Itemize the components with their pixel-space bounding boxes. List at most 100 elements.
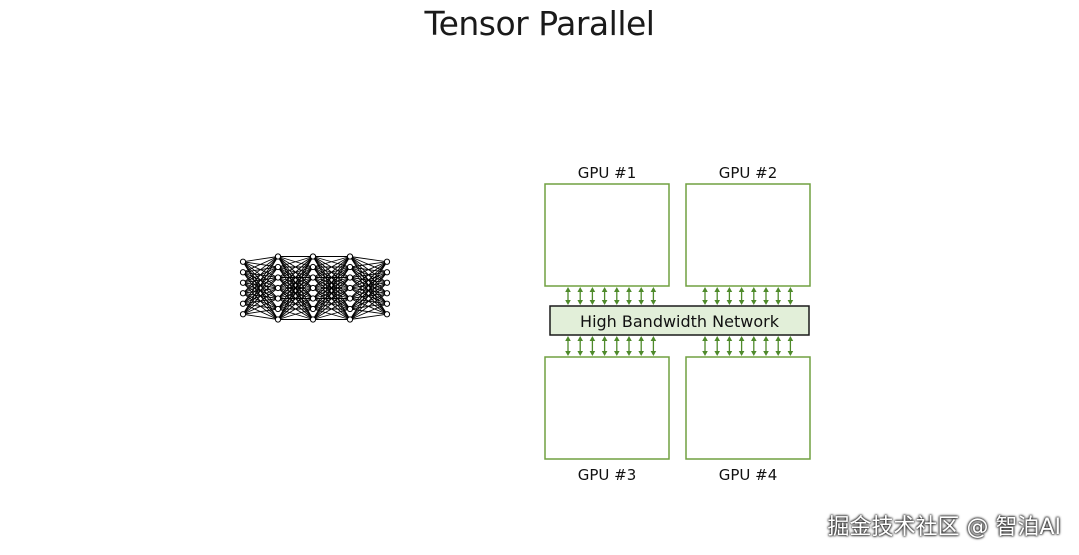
bidirectional-arrow bbox=[601, 287, 608, 305]
bidirectional-arrow bbox=[577, 336, 583, 356]
bidirectional-arrow bbox=[638, 287, 644, 305]
nn-node bbox=[274, 274, 282, 281]
bidirectional-arrow bbox=[614, 287, 620, 305]
bidirectional-arrow bbox=[787, 336, 794, 356]
nn-node bbox=[383, 300, 391, 307]
nn-connection bbox=[349, 261, 388, 299]
nn-node bbox=[274, 284, 282, 292]
gpu-4-box bbox=[685, 356, 811, 460]
nn-connection bbox=[242, 256, 279, 315]
bidirectional-arrow bbox=[702, 336, 708, 356]
bidirectional-arrow bbox=[738, 287, 745, 305]
bidirectional-arrow bbox=[763, 287, 769, 305]
nn-connection bbox=[349, 282, 388, 320]
bidirectional-arrow bbox=[626, 287, 632, 305]
nn-node bbox=[239, 311, 247, 318]
gpu-3-label: GPU #3 bbox=[578, 466, 637, 484]
nn-connection bbox=[277, 298, 314, 320]
nn-node bbox=[346, 263, 354, 271]
nn-connection bbox=[349, 261, 388, 320]
bidirectional-arrow bbox=[763, 336, 769, 356]
gpu-group: GPU #1 GPU #2 GPU #3 GPU #4 bbox=[544, 164, 811, 484]
bidirectional-arrow bbox=[577, 287, 583, 305]
nn-node bbox=[346, 274, 354, 281]
nn-node bbox=[274, 316, 282, 323]
high-bandwidth-network-box bbox=[549, 305, 810, 336]
nn-connection bbox=[277, 256, 314, 289]
bidirectional-arrow bbox=[614, 336, 620, 356]
nn-connection bbox=[349, 313, 388, 320]
bidirectional-arrow bbox=[714, 287, 720, 305]
nn-connection bbox=[242, 277, 279, 315]
nn-node bbox=[239, 290, 247, 297]
bidirectional-arrow bbox=[738, 336, 745, 356]
bidirectional-arrow bbox=[775, 336, 781, 356]
bidirectional-arrow bbox=[787, 287, 794, 305]
nn-node bbox=[309, 305, 317, 313]
nn-connection bbox=[277, 256, 314, 299]
nn-connection bbox=[277, 256, 314, 310]
bidirectional-arrow bbox=[775, 287, 781, 305]
nn-node bbox=[346, 284, 354, 292]
high-bandwidth-network-label: High Bandwidth Network bbox=[580, 312, 780, 331]
bidirectional-arrow bbox=[638, 336, 644, 356]
bidirectional-arrow bbox=[751, 287, 757, 305]
nn-connection bbox=[349, 261, 388, 278]
nn-node bbox=[383, 311, 391, 318]
nn-connection bbox=[242, 256, 279, 273]
gpu-3-box bbox=[544, 356, 670, 460]
nn-node bbox=[346, 253, 354, 260]
nn-connection bbox=[312, 287, 351, 320]
gpu-1-label: GPU #1 bbox=[578, 164, 637, 182]
nn-connection bbox=[242, 308, 279, 315]
nn-connection bbox=[349, 261, 388, 310]
nn-node bbox=[383, 269, 391, 276]
bidirectional-arrow bbox=[650, 287, 657, 305]
nn-connection bbox=[242, 256, 279, 305]
page-title: Tensor Parallel bbox=[424, 4, 655, 43]
watermark: 掘金技术社区 @ 智泊AI bbox=[827, 515, 1061, 540]
nn-connection bbox=[312, 266, 351, 320]
nn-connection bbox=[349, 292, 388, 320]
nn-node bbox=[239, 258, 247, 265]
bidirectional-arrow bbox=[601, 336, 608, 356]
nn-connection bbox=[349, 256, 388, 263]
nn-node bbox=[239, 279, 247, 286]
nn-connection bbox=[242, 256, 279, 263]
nn-connection bbox=[277, 256, 314, 278]
bidirectional-arrow bbox=[626, 336, 632, 356]
bidirectional-arrow bbox=[589, 336, 596, 356]
nn-connection bbox=[277, 287, 314, 320]
nn-connection bbox=[312, 256, 351, 278]
nn-connection bbox=[242, 256, 279, 284]
nn-connection bbox=[349, 261, 388, 268]
gpu-2-label: GPU #2 bbox=[719, 164, 778, 182]
nn-connection bbox=[277, 256, 314, 320]
nn-node bbox=[383, 279, 391, 286]
nn-connection bbox=[312, 256, 351, 268]
nn-connection bbox=[242, 313, 279, 320]
bidirectional-arrow bbox=[702, 287, 708, 305]
bidirectional-arrow bbox=[589, 287, 596, 305]
gpu-2-box bbox=[685, 183, 811, 287]
gpu-network-arrows bbox=[565, 287, 794, 356]
nn-connection bbox=[312, 308, 351, 320]
nn-node bbox=[309, 263, 317, 271]
nn-connection bbox=[277, 256, 314, 268]
nn-node bbox=[239, 300, 247, 307]
bidirectional-arrow bbox=[714, 336, 720, 356]
bidirectional-arrow bbox=[565, 287, 571, 305]
nn-connection bbox=[277, 277, 314, 320]
bidirectional-arrow bbox=[565, 336, 571, 356]
nn-node bbox=[383, 258, 391, 265]
nn-node bbox=[309, 316, 317, 323]
nn-connection bbox=[242, 266, 279, 315]
neural-network-icon bbox=[239, 253, 391, 323]
nn-connection bbox=[312, 277, 351, 320]
nn-node bbox=[239, 269, 247, 276]
nn-connection bbox=[312, 298, 351, 320]
bidirectional-arrow bbox=[726, 287, 733, 305]
nn-connection bbox=[312, 256, 351, 320]
bidirectional-arrow bbox=[650, 336, 657, 356]
